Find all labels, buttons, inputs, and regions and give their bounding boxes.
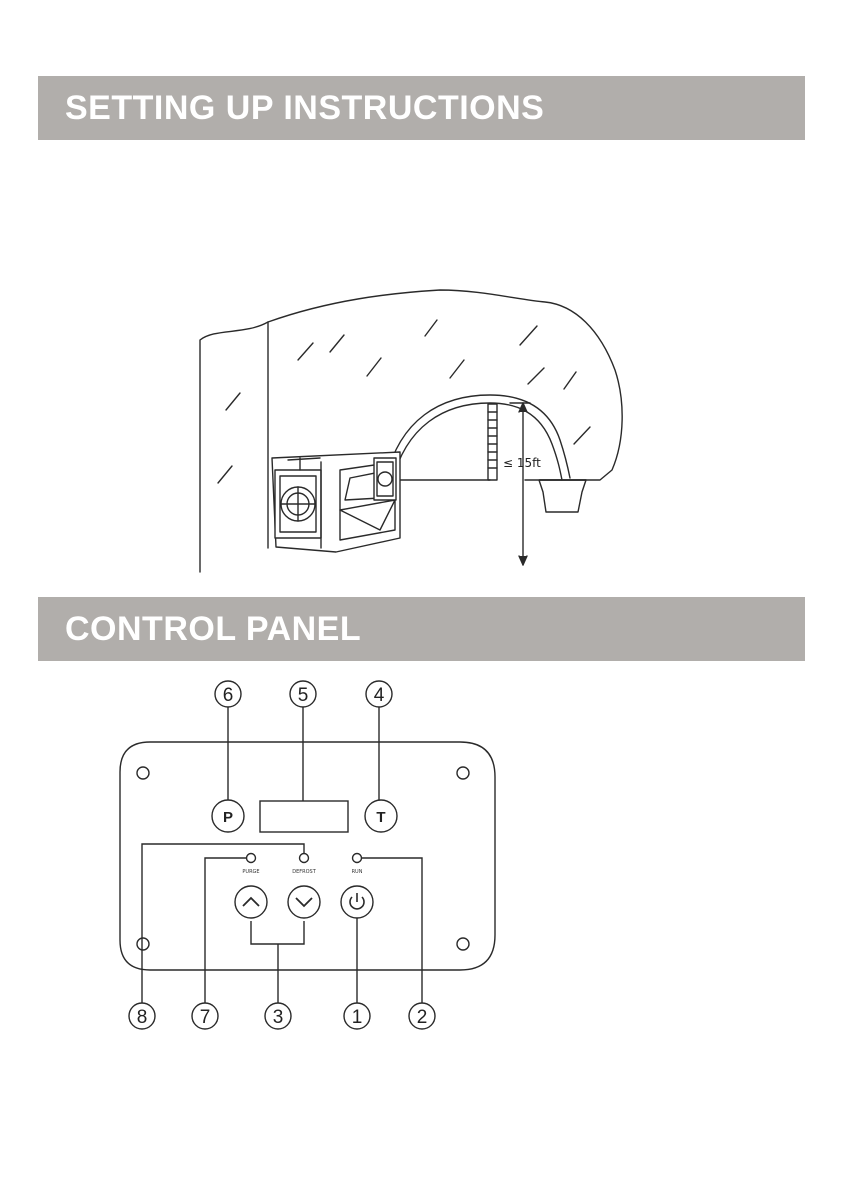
defrost-led	[300, 854, 309, 863]
screw-top-right	[457, 767, 469, 779]
callout-6-number: 6	[223, 685, 234, 706]
callout-8-number: 8	[137, 1007, 148, 1028]
callout-5-number: 5	[298, 685, 309, 706]
callout-3-number: 3	[273, 1007, 284, 1028]
screw-bottom-left	[137, 938, 149, 950]
p-button-label: P	[223, 809, 233, 826]
display-window	[260, 801, 348, 832]
purge-label: PURGE	[242, 869, 259, 875]
purge-led	[247, 854, 256, 863]
chevron-up-icon	[243, 898, 259, 906]
screw-bottom-right	[457, 938, 469, 950]
up-button	[235, 886, 267, 918]
callout-2-number: 2	[417, 1007, 428, 1028]
callout-7-number: 7	[200, 1007, 211, 1028]
defrost-label: DEFROST	[292, 869, 316, 875]
screw-top-left	[137, 767, 149, 779]
down-button	[288, 886, 320, 918]
run-label: RUN	[352, 869, 363, 875]
chevron-down-icon	[296, 898, 312, 906]
t-button-label: T	[376, 809, 385, 826]
callout-4-number: 4	[374, 685, 385, 706]
run-led	[353, 854, 362, 863]
callout-1-number: 1	[352, 1007, 363, 1028]
